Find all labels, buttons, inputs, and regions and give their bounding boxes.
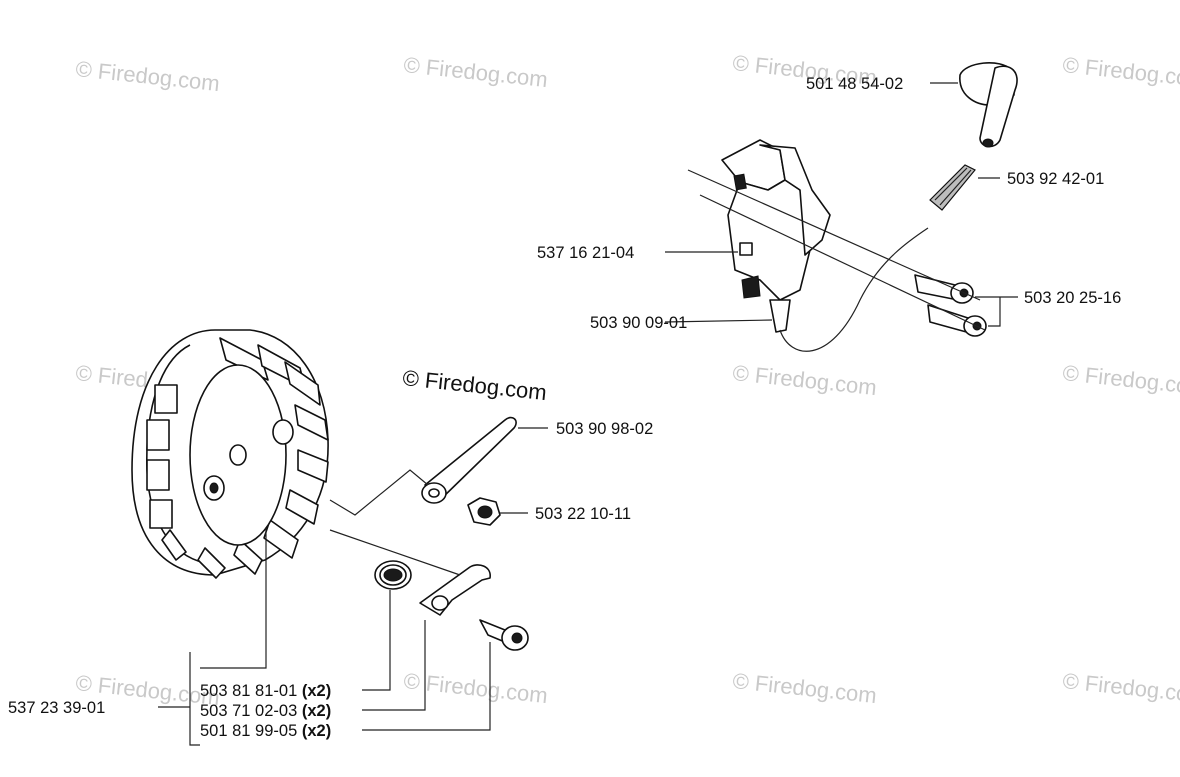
label-spark-plug-boot: 501 48 54-02 bbox=[806, 75, 903, 93]
spring-drawing bbox=[374, 560, 412, 590]
callout-labels: 501 48 54-02 503 92 42-01 537 16 21-04 5… bbox=[8, 75, 1121, 740]
label-module-screws: 503 20 25-16 bbox=[1024, 289, 1121, 307]
watermark: © Firedog.com bbox=[731, 360, 877, 400]
label-ignition-module: 537 16 21-04 bbox=[537, 244, 634, 262]
nut-drawing bbox=[467, 497, 501, 526]
label-spring-pawl: 503 81 81-01 (x2) bbox=[200, 682, 331, 700]
pawl-screw-drawing bbox=[479, 619, 529, 651]
watermark-center: © Firedog.com bbox=[401, 365, 547, 405]
pawl-drawing bbox=[419, 564, 491, 616]
watermark: © Firedog.com bbox=[74, 56, 220, 96]
label-boot-spring: 503 92 42-01 bbox=[1007, 170, 1104, 188]
ignition-module-drawing bbox=[721, 139, 831, 333]
watermark: © Firedog.com bbox=[731, 668, 877, 708]
plate-drawing bbox=[421, 416, 517, 504]
label-ignition-wire: 503 90 09-01 bbox=[590, 314, 687, 332]
label-plate: 503 90 98-02 bbox=[556, 420, 653, 438]
spark-plug-boot-drawing bbox=[959, 62, 1018, 148]
module-screws-drawing bbox=[914, 274, 987, 337]
boot-spring-drawing bbox=[929, 164, 976, 211]
label-pawl-screw: 501 81 99-05 (x2) bbox=[200, 722, 331, 740]
label-flywheel: 537 23 39-01 bbox=[8, 699, 105, 717]
watermark: © Firedog.com bbox=[1061, 52, 1180, 92]
watermark: © Firedog.com bbox=[1061, 360, 1180, 400]
ignition-wire bbox=[779, 227, 929, 352]
flywheel-drawing bbox=[131, 329, 329, 579]
label-pawl: 503 71 02-03 (x2) bbox=[200, 702, 331, 720]
label-nut: 503 22 10-11 bbox=[535, 505, 631, 523]
watermark: © Firedog.com bbox=[402, 52, 548, 92]
leader-lines bbox=[158, 82, 1018, 746]
watermark: © Firedog.com bbox=[1061, 668, 1180, 708]
